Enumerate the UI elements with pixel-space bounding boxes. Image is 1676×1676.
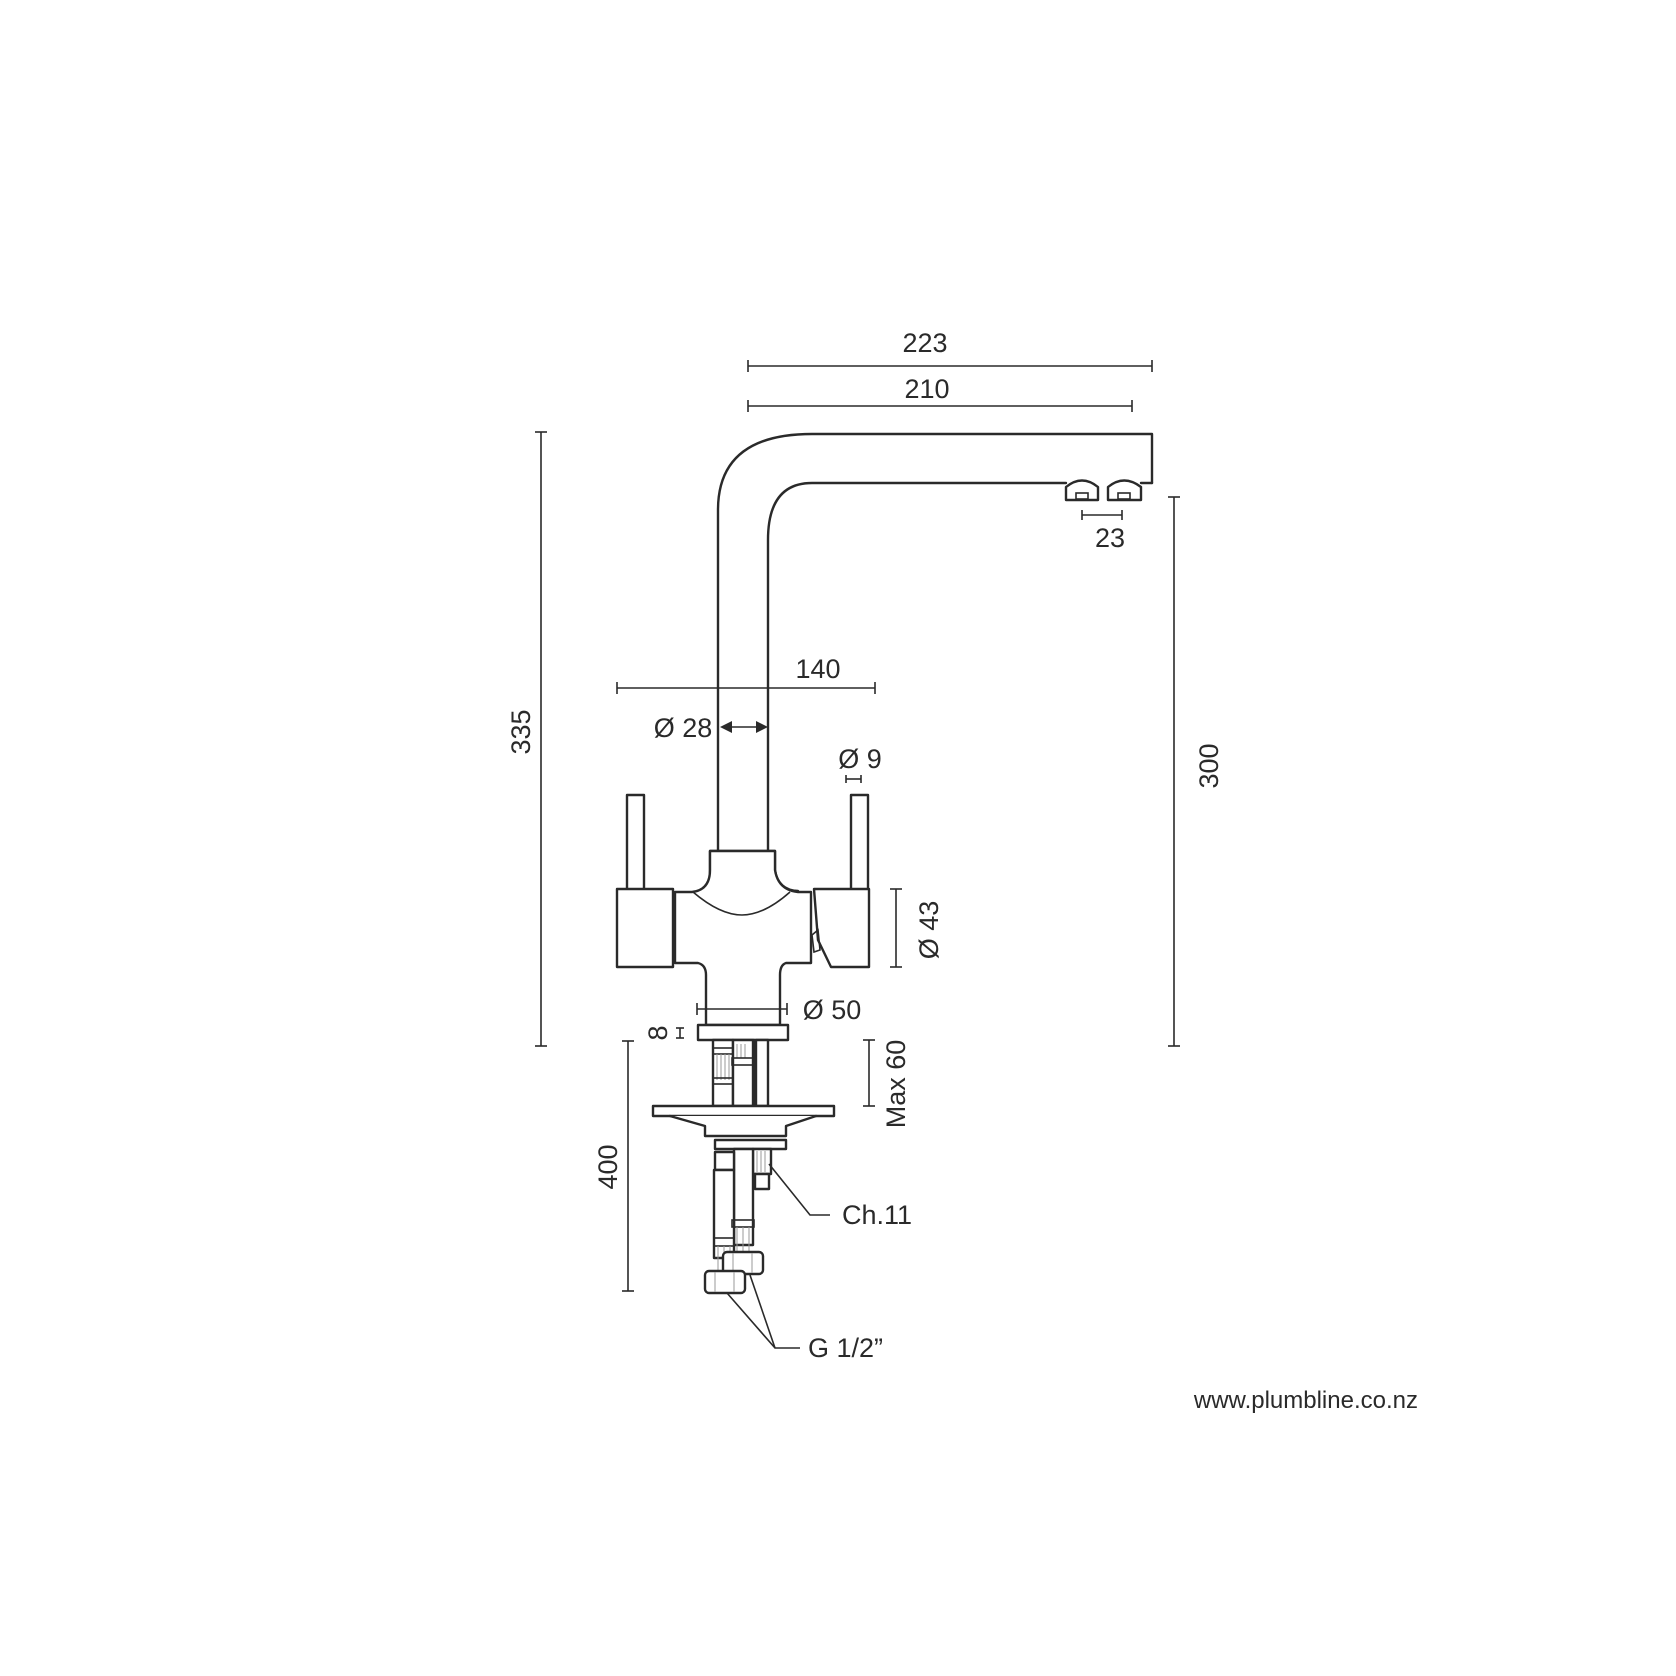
lever-right	[849, 793, 870, 892]
aerator-right	[1106, 479, 1143, 502]
dimension-label-300: 300	[1194, 743, 1224, 788]
dimension-label-23: 23	[1095, 523, 1125, 553]
base-plate	[696, 1023, 790, 1042]
lever-left	[625, 793, 646, 892]
dimension-label-max-60: Max 60	[881, 1040, 911, 1129]
fixing-plate	[651, 1104, 836, 1151]
dimension-400: 400	[593, 1040, 634, 1292]
dimension-label-223: 223	[902, 328, 947, 358]
dimension-label-335: 335	[506, 709, 536, 754]
supply-hoses	[711, 1038, 770, 1108]
dimension-body-diameter: Ø 43	[890, 888, 944, 968]
website-url: www.plumbline.co.nz	[1193, 1387, 1418, 1414]
dimension-lever-diameter: Ø 9	[838, 744, 882, 783]
dimension-210: 210	[747, 374, 1133, 412]
dimension-label-400: 400	[593, 1144, 623, 1189]
dimension-223: 223	[747, 328, 1153, 372]
dimension-spout-diameter: Ø 28	[654, 713, 768, 743]
dimension-140: 140	[616, 654, 876, 694]
lower-hoses	[703, 1147, 773, 1295]
callout-label-ch11: Ch.11	[842, 1200, 912, 1230]
dimension-max-bench: Max 60	[863, 1039, 911, 1129]
dimension-label-8: 8	[643, 1025, 673, 1040]
dimension-300: 300	[1168, 496, 1224, 1047]
dimension-335: 335	[506, 431, 547, 1047]
dimension-label-210: 210	[904, 374, 949, 404]
faucet-body	[615, 849, 871, 1027]
callout-connection: G 1/2”	[726, 1274, 883, 1363]
dimension-label-140: 140	[795, 654, 840, 684]
dimension-label-28: Ø 28	[654, 713, 713, 743]
dimension-base-thickness: 8	[643, 1025, 684, 1041]
dimension-label-9: Ø 9	[838, 744, 882, 774]
callout-label-g-half: G 1/2”	[808, 1333, 883, 1363]
aerator-left	[1064, 479, 1100, 502]
dimension-label-43: Ø 43	[914, 901, 944, 960]
spout	[716, 432, 1154, 872]
dimension-label-50: Ø 50	[803, 995, 862, 1025]
dimension-23: 23	[1081, 510, 1125, 553]
dimension-base-diameter: Ø 50	[696, 995, 862, 1025]
callout-nut: Ch.11	[768, 1163, 912, 1230]
